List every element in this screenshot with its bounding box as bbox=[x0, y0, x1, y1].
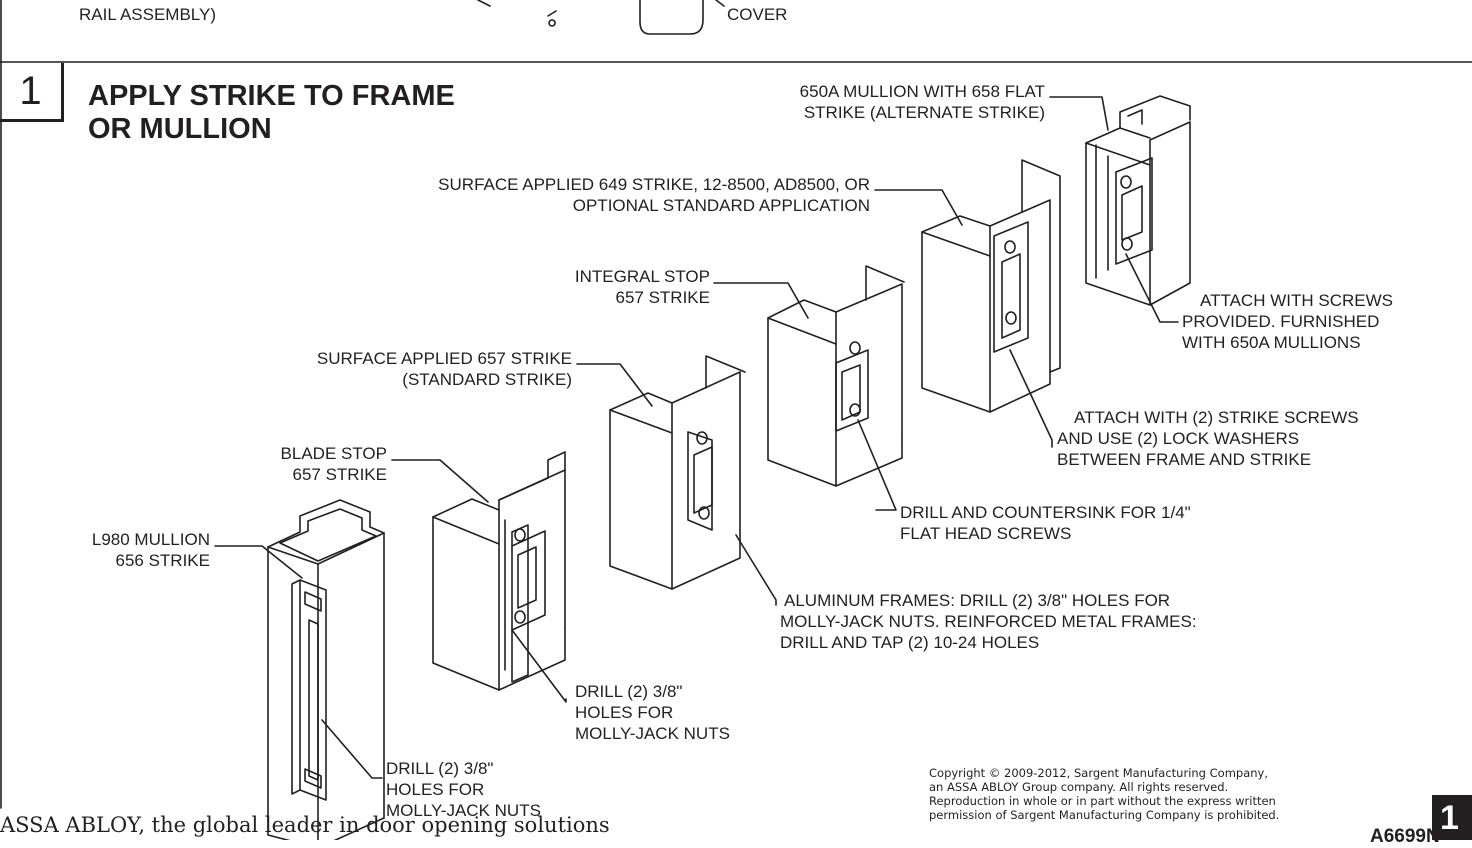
label-surface-649: SURFACE APPLIED 649 STRIKE, 12-8500, AD8… bbox=[360, 174, 870, 216]
label-attach-screws-line-3: WITH 650A MULLIONS bbox=[1182, 333, 1361, 352]
page-number: 1 bbox=[1440, 799, 1459, 837]
label-attach-strike-screws-line-2: AND USE (2) LOCK WASHERS bbox=[1057, 429, 1300, 448]
label-attach-strike-screws: ATTACH WITH (2) STRIKE SCREWS AND USE (2… bbox=[1057, 407, 1359, 470]
step-title: APPLY STRIKE TO FRAME OR MULLION bbox=[88, 80, 455, 146]
label-blade-stop-line-2: 657 STRIKE bbox=[292, 465, 388, 484]
label-l980-mullion: L980 MULLION 656 STRIKE bbox=[40, 529, 210, 571]
step-title-line-1: APPLY STRIKE TO FRAME bbox=[88, 80, 455, 112]
label-aluminum-frames-line-3: DRILL AND TAP (2) 10-24 HOLES bbox=[780, 633, 1040, 652]
650a-mullion-drawing bbox=[1085, 95, 1191, 306]
label-surface-649-line-2: OPTIONAL STANDARD APPLICATION bbox=[572, 196, 870, 215]
label-650a-mullion-line-1: 650A MULLION WITH 658 FLAT bbox=[799, 82, 1045, 101]
label-integral-stop-line-2: 657 STRIKE bbox=[615, 288, 711, 307]
label-aluminum-frames-line-1: ALUMINUM FRAMES: DRILL (2) 3/8" HOLES FO… bbox=[784, 591, 1171, 610]
cover-part-drawing bbox=[477, 0, 725, 35]
label-drill-countersink-line-1: DRILL AND COUNTERSINK FOR 1/4" bbox=[900, 503, 1191, 522]
label-blade-stop: BLADE STOP 657 STRIKE bbox=[230, 443, 387, 485]
integral-stop-strike-drawing bbox=[767, 265, 905, 487]
label-surface-657-line-1: SURFACE APPLIED 657 STRIKE bbox=[316, 349, 572, 368]
rail-assembly-text: RAIL ASSEMBLY) bbox=[79, 5, 216, 24]
copyright-notice: Copyright © 2009-2012, Sargent Manufactu… bbox=[929, 766, 1279, 822]
label-integral-stop-line-1: INTEGRAL STOP bbox=[574, 267, 710, 286]
surface-657-strike-drawing bbox=[609, 355, 746, 590]
copyright-line-1: Copyright © 2009-2012, Sargent Manufactu… bbox=[929, 766, 1268, 780]
copyright-line-2: an ASSA ABLOY Group company. All rights … bbox=[929, 780, 1229, 794]
label-blade-stop-line-1: BLADE STOP bbox=[280, 444, 387, 463]
document-id: A6699N bbox=[1370, 826, 1440, 847]
label-aluminum-frames: ALUMINUM FRAMES: DRILL (2) 3/8" HOLES FO… bbox=[780, 590, 1197, 653]
label-surface-657-line-2: (STANDARD STRIKE) bbox=[402, 370, 572, 389]
label-surface-657: SURFACE APPLIED 657 STRIKE (STANDARD STR… bbox=[240, 348, 572, 390]
label-attach-screws: ATTACH WITH SCREWS PROVIDED. FURNISHED W… bbox=[1182, 290, 1393, 353]
label-integral-stop: INTEGRAL STOP 657 STRIKE bbox=[520, 266, 710, 308]
label-drill-molly-l980-line-1: DRILL (2) 3/8" bbox=[386, 759, 494, 778]
label-drill-molly-l980-line-2: HOLES FOR bbox=[386, 780, 485, 799]
label-surface-649-line-1: SURFACE APPLIED 649 STRIKE, 12-8500, AD8… bbox=[438, 175, 870, 194]
label-drill-countersink-line-2: FLAT HEAD SCREWS bbox=[900, 524, 1072, 543]
copyright-line-3: Reproduction in whole or in part without… bbox=[929, 794, 1276, 808]
label-drill-molly-l980: DRILL (2) 3/8" HOLES FOR MOLLY-JACK NUTS bbox=[386, 758, 541, 821]
step-number: 1 bbox=[19, 69, 42, 113]
blade-stop-strike-drawing bbox=[432, 451, 566, 691]
label-drill-countersink: DRILL AND COUNTERSINK FOR 1/4" FLAT HEAD… bbox=[900, 502, 1191, 544]
surface-649-strike-drawing bbox=[921, 159, 1061, 413]
label-650a-mullion-line-2: STRIKE (ALTERNATE STRIKE) bbox=[803, 103, 1045, 122]
leader-lines bbox=[214, 96, 1179, 779]
label-drill-molly-blade-line-2: HOLES FOR bbox=[575, 703, 674, 722]
label-attach-strike-screws-line-1: ATTACH WITH (2) STRIKE SCREWS bbox=[1074, 408, 1359, 427]
label-l980-mullion-line-1: L980 MULLION bbox=[91, 530, 210, 549]
label-attach-screws-line-1: ATTACH WITH SCREWS bbox=[1200, 291, 1393, 310]
page-number-tab bbox=[1432, 795, 1472, 840]
step-number-box bbox=[0, 63, 64, 122]
label-aluminum-frames-line-2: MOLLY-JACK NUTS. REINFORCED METAL FRAMES… bbox=[780, 612, 1197, 631]
label-650a-mullion: 650A MULLION WITH 658 FLAT STRIKE (ALTER… bbox=[700, 81, 1045, 123]
cover-text: COVER bbox=[727, 5, 788, 24]
label-attach-screws-line-2: PROVIDED. FURNISHED bbox=[1182, 312, 1380, 331]
cover-label: COVER bbox=[727, 4, 787, 25]
label-drill-molly-l980-line-3: MOLLY-JACK NUTS bbox=[386, 801, 541, 820]
label-drill-molly-blade-line-3: MOLLY-JACK NUTS bbox=[575, 724, 730, 743]
label-attach-strike-screws-line-3: BETWEEN FRAME AND STRIKE bbox=[1057, 450, 1312, 469]
label-drill-molly-blade: DRILL (2) 3/8" HOLES FOR MOLLY-JACK NUTS bbox=[575, 681, 730, 744]
step-title-line-2: OR MULLION bbox=[88, 113, 272, 145]
label-l980-mullion-line-2: 656 STRIKE bbox=[115, 551, 211, 570]
label-drill-molly-blade-line-1: DRILL (2) 3/8" bbox=[575, 682, 683, 701]
footer-tagline: ASSA ABLOY, the global leader in door op… bbox=[0, 813, 610, 837]
rail-assembly-label: RAIL ASSEMBLY) bbox=[79, 0, 216, 25]
l980-mullion-drawing bbox=[267, 499, 385, 840]
copyright-line-4: permission of Sargent Manufacturing Comp… bbox=[929, 808, 1280, 822]
